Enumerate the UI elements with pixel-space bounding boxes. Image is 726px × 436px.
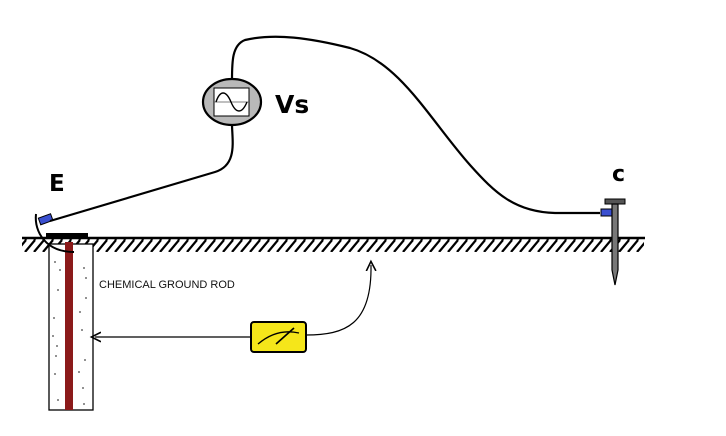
wire-source-to-c xyxy=(230,35,600,215)
label-electrode-e: E xyxy=(49,171,65,197)
ground-surface xyxy=(22,236,645,252)
probe-spike xyxy=(611,203,619,286)
rod-core xyxy=(65,242,73,410)
probe-handle xyxy=(604,198,626,205)
ground-hatching xyxy=(22,239,644,252)
label-chemical-ground-rod: CHEMICAL GROUND ROD xyxy=(99,279,235,291)
electrode-clamp xyxy=(37,213,54,226)
rod-cap xyxy=(46,233,88,239)
analog-meter-icon xyxy=(250,321,307,353)
ac-sine-source-icon xyxy=(201,77,263,127)
current-probe-c xyxy=(600,198,626,286)
label-source-vs: Vs xyxy=(275,90,309,119)
chemical-ground-rod xyxy=(46,233,94,411)
arrow-to-ground xyxy=(305,265,371,336)
label-probe-c: c xyxy=(612,162,625,187)
electrode-e xyxy=(34,213,75,253)
wire-e-to-source xyxy=(49,123,234,223)
backfill-speckles xyxy=(52,261,87,405)
electrode-lead-down xyxy=(34,213,75,253)
probe-clamp xyxy=(600,208,613,217)
